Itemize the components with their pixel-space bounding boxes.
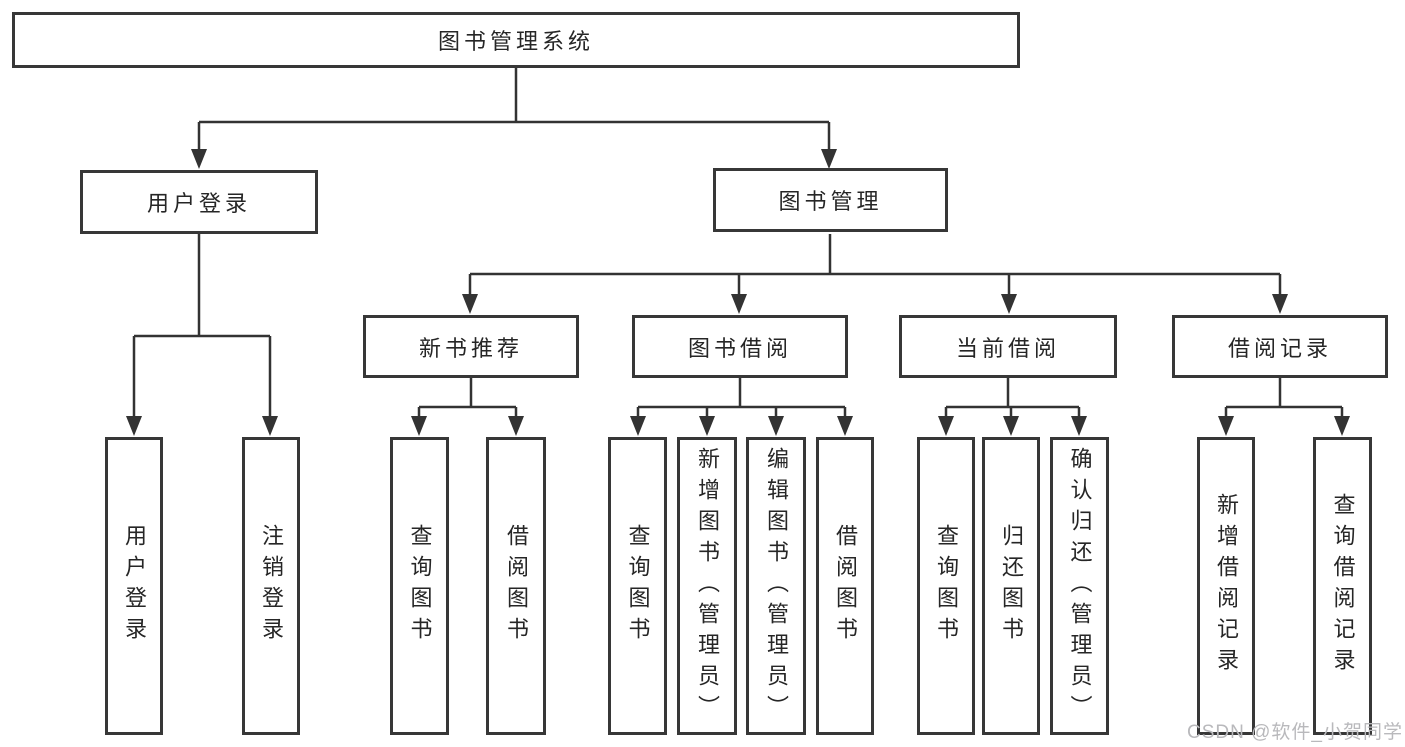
node-label: 新书推荐 bbox=[418, 335, 523, 361]
leaf-label: 查询图书 bbox=[407, 524, 433, 648]
arrow-down-icon bbox=[1218, 416, 1234, 436]
arrow-down-icon bbox=[699, 416, 715, 436]
node-root-system: 图书管理系统 bbox=[12, 12, 1020, 68]
node-borrowing-records: 借阅记录 bbox=[1172, 315, 1388, 378]
leaf-user-login: 用户登录 bbox=[105, 437, 163, 735]
node-label: 图书管理系统 bbox=[437, 29, 594, 54]
arrow-down-icon bbox=[938, 416, 954, 436]
arrowheads bbox=[126, 149, 1350, 436]
leaf-label: 归还图书 bbox=[999, 524, 1024, 648]
arrow-down-icon bbox=[1071, 416, 1087, 436]
leaf-label: 用户登录 bbox=[122, 524, 147, 648]
arrow-down-icon bbox=[462, 294, 478, 314]
leaf-borrow-books-recommend: 借阅图书 bbox=[486, 437, 546, 735]
node-book-management: 图书管理 bbox=[713, 168, 948, 232]
leaf-add-book-admin: 新增图书（管理员） bbox=[677, 437, 737, 735]
arrow-down-icon bbox=[126, 416, 142, 436]
leaf-borrow-books-borrow: 借阅图书 bbox=[816, 437, 874, 735]
leaf-label: 借阅图书 bbox=[833, 524, 858, 648]
connector-bookmgmt-to-level3 bbox=[468, 234, 1282, 297]
leaf-label: 注销登录 bbox=[259, 524, 284, 648]
connector-recommend-to-leaves bbox=[417, 378, 518, 419]
node-label: 借阅记录 bbox=[1227, 335, 1332, 361]
node-current-borrowing: 当前借阅 bbox=[899, 315, 1117, 378]
leaf-label: 查询图书 bbox=[934, 524, 959, 648]
node-label: 图书借阅 bbox=[687, 335, 792, 361]
leaf-label: 查询图书 bbox=[625, 524, 651, 648]
leaf-label: 新增借阅记录 bbox=[1214, 493, 1239, 679]
leaf-label: 编辑图书（管理员） bbox=[764, 446, 789, 726]
arrow-down-icon bbox=[262, 416, 278, 436]
leaf-edit-book-admin: 编辑图书（管理员） bbox=[746, 437, 806, 735]
connector-borrow-to-leaves bbox=[636, 378, 847, 419]
arrow-down-icon bbox=[191, 149, 207, 169]
arrow-down-icon bbox=[1001, 294, 1017, 314]
arrow-down-icon bbox=[1003, 416, 1019, 436]
leaf-label: 借阅图书 bbox=[504, 524, 529, 648]
connector-records-to-leaves bbox=[1224, 378, 1344, 419]
leaf-label: 确认归还（管理员） bbox=[1067, 446, 1093, 726]
leaf-query-books-recommend: 查询图书 bbox=[390, 437, 449, 735]
node-user-login: 用户登录 bbox=[80, 170, 318, 234]
arrow-down-icon bbox=[837, 416, 853, 436]
leaf-logout: 注销登录 bbox=[242, 437, 300, 735]
connector-current-to-leaves bbox=[944, 378, 1081, 419]
connector-root-to-level2 bbox=[197, 68, 831, 152]
arrow-down-icon bbox=[731, 294, 747, 314]
node-label: 当前借阅 bbox=[955, 335, 1060, 361]
arrow-down-icon bbox=[1334, 416, 1350, 436]
arrow-down-icon bbox=[768, 416, 784, 436]
leaf-add-borrow-record: 新增借阅记录 bbox=[1197, 437, 1255, 735]
leaf-label: 新增图书（管理员） bbox=[695, 446, 720, 726]
node-label: 图书管理 bbox=[778, 189, 883, 214]
arrow-down-icon bbox=[411, 416, 427, 436]
arrow-down-icon bbox=[1272, 294, 1288, 314]
arrow-down-icon bbox=[821, 149, 837, 169]
arrow-down-icon bbox=[630, 416, 646, 436]
leaf-confirm-return-admin: 确认归还（管理员） bbox=[1050, 437, 1109, 735]
node-book-borrowing: 图书借阅 bbox=[632, 315, 848, 378]
node-label: 用户登录 bbox=[146, 191, 251, 216]
leaf-return-book: 归还图书 bbox=[982, 437, 1040, 735]
leaf-label: 查询借阅记录 bbox=[1330, 493, 1356, 679]
leaf-query-books-borrow: 查询图书 bbox=[608, 437, 667, 735]
leaf-query-books-current: 查询图书 bbox=[917, 437, 975, 735]
leaf-query-borrow-record: 查询借阅记录 bbox=[1313, 437, 1372, 735]
arrow-down-icon bbox=[508, 416, 524, 436]
node-new-book-recommend: 新书推荐 bbox=[363, 315, 579, 378]
connector-userlogin-to-leaves bbox=[132, 234, 272, 419]
